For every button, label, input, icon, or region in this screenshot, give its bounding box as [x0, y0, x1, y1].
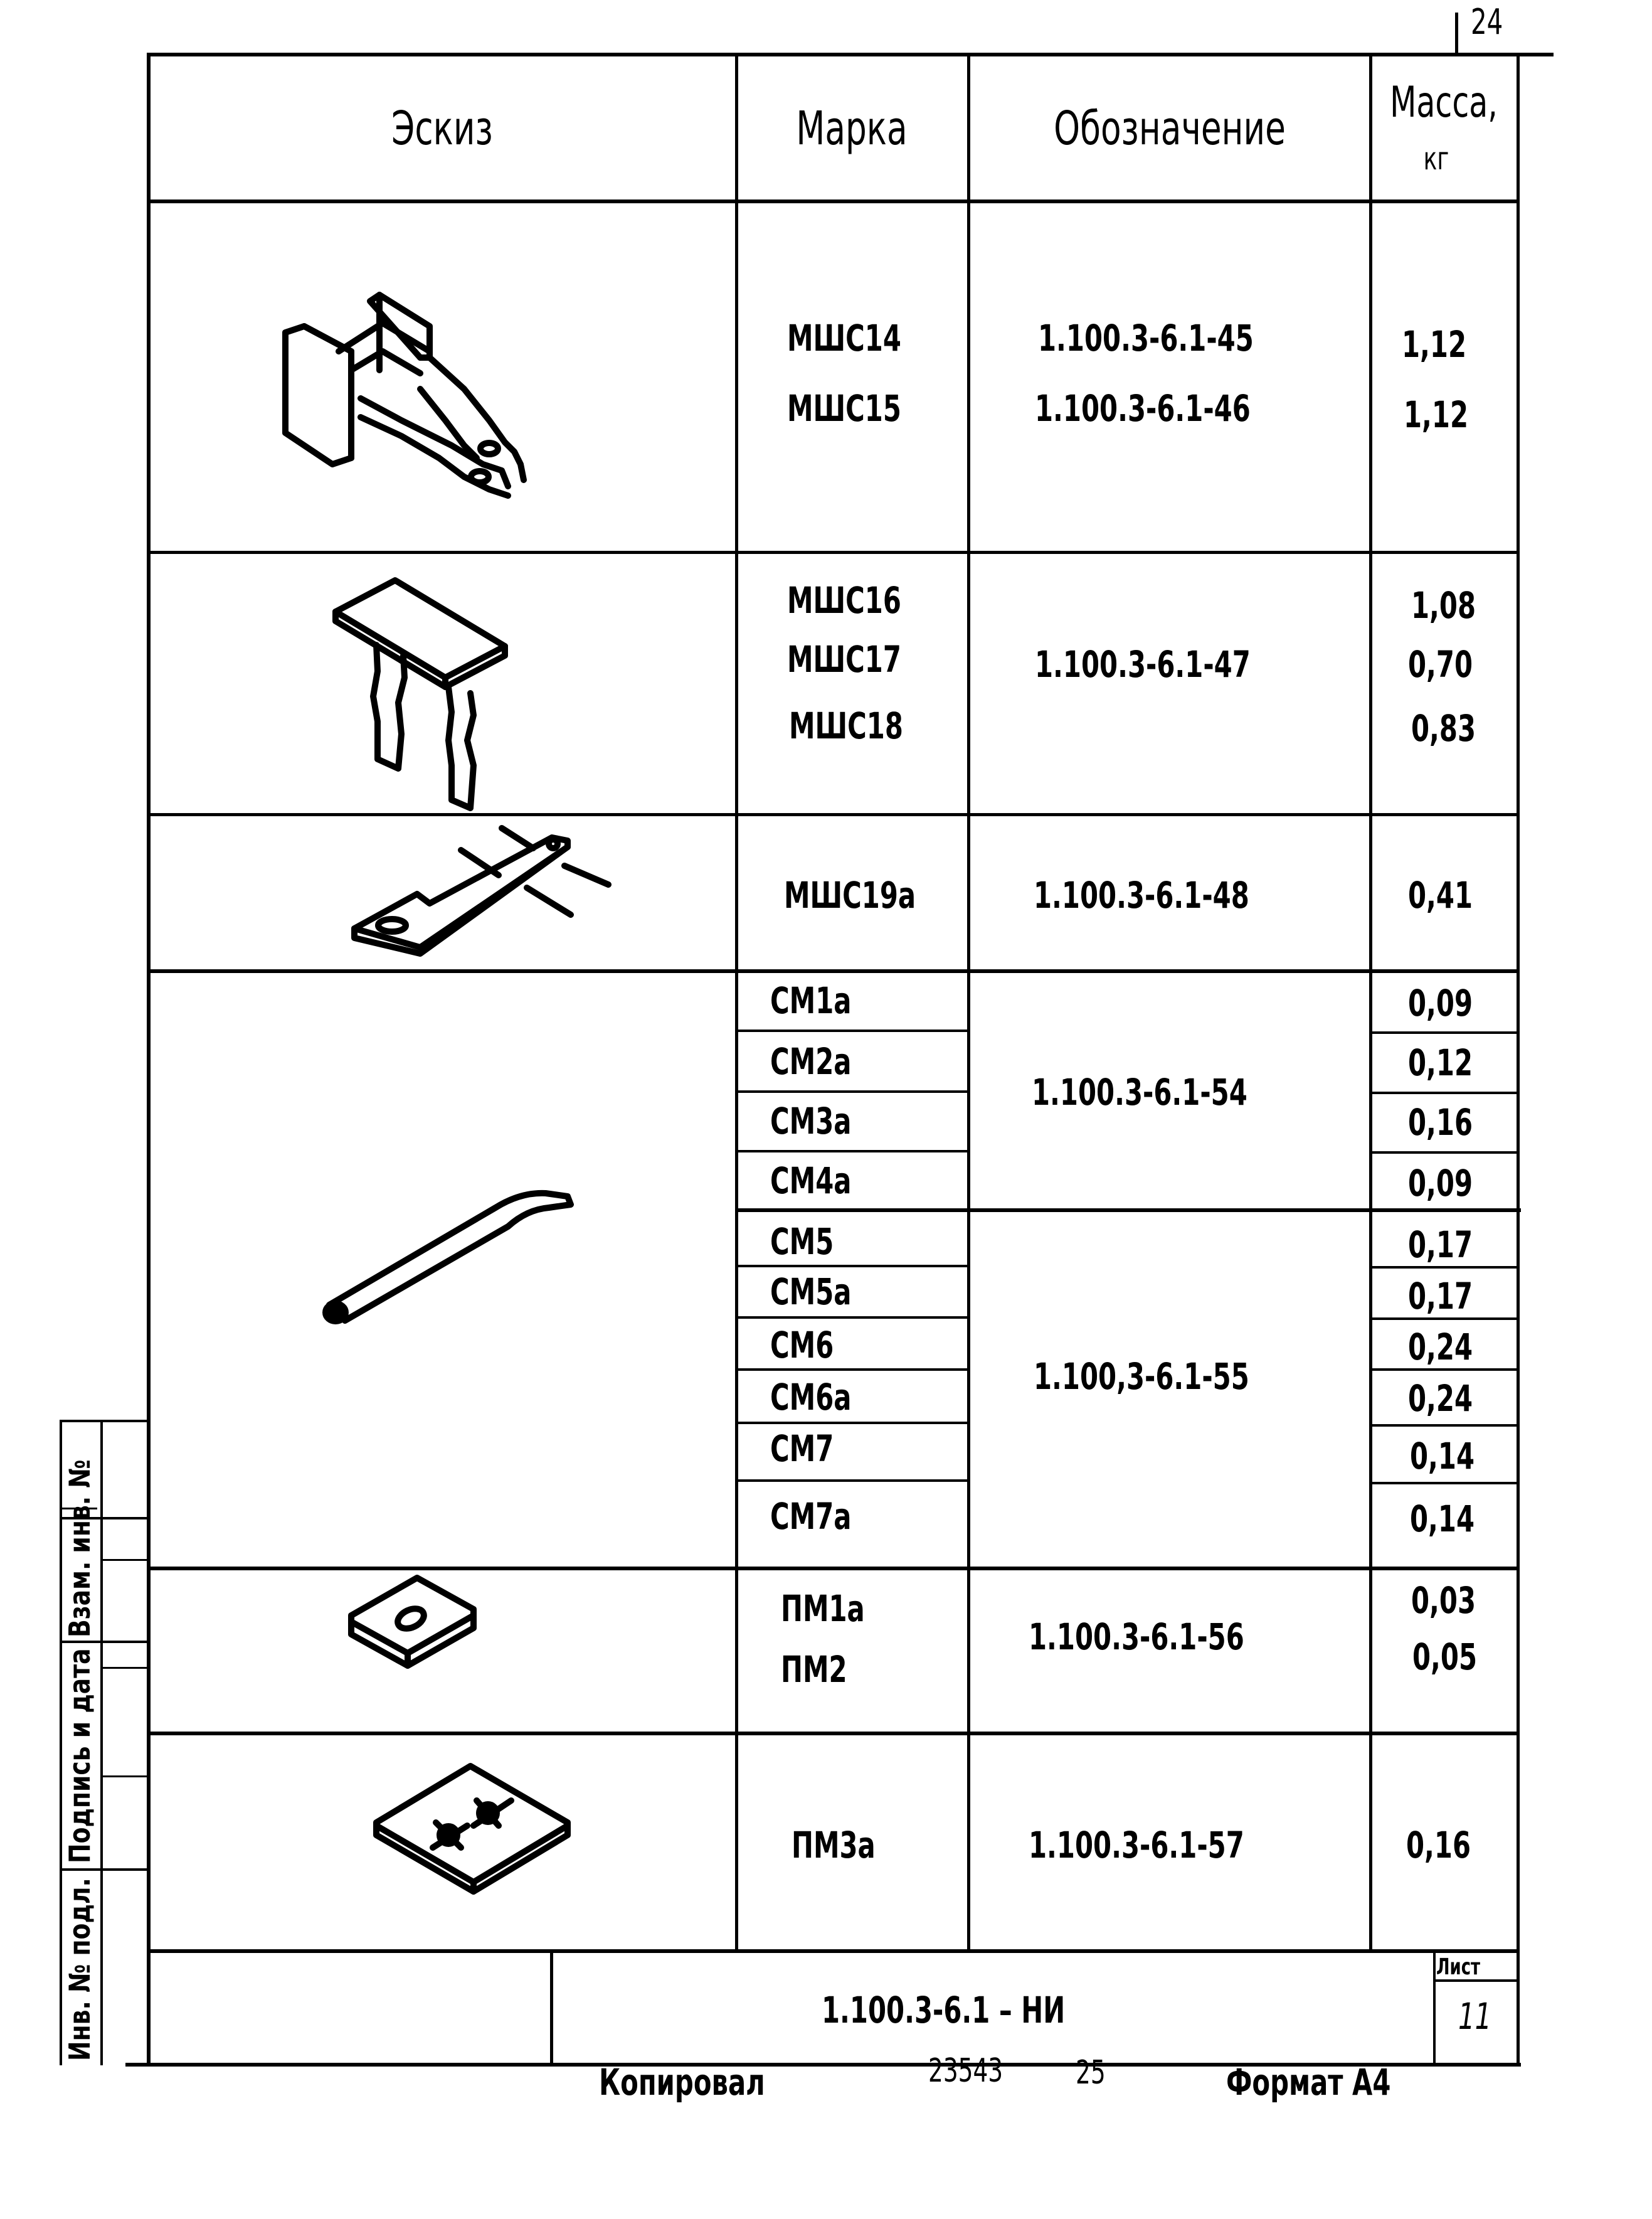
mass-cell: 0,09: [1408, 1162, 1473, 1205]
side-label-signature-date: Подпись и дата: [63, 1648, 97, 1863]
mass-cell: 0,70: [1408, 643, 1473, 686]
mass-cell: 0,16: [1408, 1101, 1473, 1144]
designation-cell: 1.100.3-6.1-45: [1038, 317, 1254, 359]
mass-cell: 0,14: [1410, 1498, 1475, 1540]
strip-with-rods-sketch-icon: [351, 825, 612, 957]
mark-cell: ПМ2: [781, 1648, 847, 1691]
order-number: 23543: [928, 2052, 1003, 2090]
plate-with-two-strips-sketch-icon: [332, 577, 508, 811]
mark-cell: СМ1а: [770, 979, 852, 1022]
mark-cell: ПМ1а: [781, 1587, 865, 1630]
mass-cell: 1,08: [1411, 584, 1476, 627]
mark-cell: МШС19а: [784, 874, 916, 917]
mass-cell: 0,83: [1411, 707, 1476, 750]
designation-cell: 1.100.3-6.1-54: [1032, 1071, 1247, 1114]
mark-cell: СМ3а: [770, 1100, 852, 1142]
document-code: 1.100.3-6.1 – НИ: [822, 1989, 1066, 2031]
mass-cell: 0,03: [1411, 1579, 1476, 1622]
mass-cell: 0,16: [1406, 1824, 1471, 1866]
mass-cell: 0,14: [1410, 1435, 1475, 1477]
corner-divider: [1455, 13, 1458, 56]
designation-cell: 1.100.3-6.1-46: [1035, 387, 1251, 430]
sheet-number: 11: [1458, 1995, 1492, 2038]
mass-cell: 0,12: [1408, 1041, 1473, 1084]
mark-cell: СМ7а: [770, 1495, 852, 1538]
mark-cell: МШС15: [787, 387, 901, 430]
mark-cell: СМ5а: [770, 1270, 852, 1313]
header-mass: Масса,: [1390, 78, 1498, 127]
washer-plate-sketch-icon: [348, 1575, 477, 1669]
mark-cell: ПМ3а: [792, 1824, 876, 1866]
header-designation: Обозначение: [1054, 102, 1286, 156]
mark-cell: СМ5: [770, 1220, 834, 1263]
side-label-replaces-inv-no: Взам. инв. №: [63, 1459, 97, 1637]
mark-cell: СМ7: [770, 1427, 834, 1470]
header-mass-unit: кг: [1423, 141, 1449, 177]
mark-cell: СМ6а: [770, 1376, 852, 1418]
side-label-inv-no: Инв. № подл.: [63, 1878, 97, 2061]
page-corner-number: 24: [1471, 2, 1503, 43]
mass-cell: 1,12: [1402, 323, 1467, 366]
mark-cell: СМ6: [770, 1324, 834, 1366]
mass-cell: 0,05: [1412, 1636, 1478, 1678]
designation-cell: 1.100.3-6.1-56: [1029, 1615, 1244, 1658]
mark-cell: МШС16: [787, 579, 901, 622]
copied-label: Копировал: [599, 2061, 765, 2104]
format-label: Формат А4: [1226, 2061, 1391, 2104]
sheet-label: Лист: [1436, 1954, 1481, 1980]
mark-cell: СМ2а: [770, 1040, 852, 1083]
designation-cell: 1.100.3-6.1-48: [1034, 874, 1249, 917]
plate-with-welds-sketch-icon: [373, 1763, 571, 1895]
mass-cell: 0,09: [1408, 982, 1473, 1024]
designation-cell: 1.100.3-6.1-47: [1035, 643, 1251, 686]
bent-rod-sketch-icon: [322, 1189, 574, 1324]
mark-cell: МШС14: [787, 317, 901, 359]
header-sketch: Эскиз: [391, 102, 493, 156]
header-mark: Марка: [796, 102, 908, 156]
designation-cell: 1.100.3-6.1-57: [1029, 1824, 1244, 1866]
mass-cell: 0,17: [1408, 1275, 1473, 1317]
mass-cell: 0,24: [1408, 1326, 1473, 1368]
order-suffix: 25: [1076, 2054, 1106, 2092]
mass-cell: 0,24: [1408, 1377, 1473, 1420]
mark-cell: МШС18: [789, 705, 903, 747]
designation-cell: 1.100,3-6.1-55: [1034, 1355, 1249, 1398]
mark-cell: СМ4а: [770, 1159, 852, 1202]
mass-cell: 1,12: [1404, 393, 1469, 436]
mass-cell: 0,41: [1408, 874, 1473, 917]
mass-cell: 0,17: [1408, 1223, 1473, 1266]
mark-cell: МШС17: [787, 638, 901, 681]
bracket-assembly-sketch-icon: [282, 292, 527, 499]
